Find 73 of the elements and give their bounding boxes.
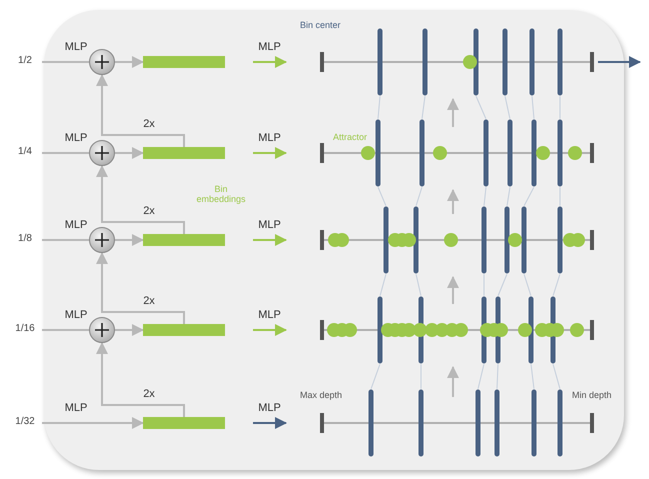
arrow — [253, 417, 287, 429]
bin-shift-line — [380, 274, 386, 296]
scale-fraction: 1/2 — [8, 53, 42, 71]
bin-shift-line — [506, 186, 510, 206]
edge-label: MLP — [258, 402, 281, 414]
scale-fraction: 1/16 — [8, 321, 42, 339]
arrow — [598, 56, 641, 68]
edge-label: MLP — [258, 132, 281, 144]
bin-shift-line — [496, 364, 498, 390]
bin-shift-line — [422, 96, 426, 120]
section-label: Bin embeddings — [195, 184, 247, 204]
bin-shift-line — [530, 364, 534, 390]
bin-shift-line — [416, 186, 422, 206]
embedding-bar — [143, 324, 225, 336]
arrow — [253, 147, 287, 159]
edge-label: 2x — [143, 205, 155, 217]
bin-shift-line — [378, 186, 386, 206]
arrow — [253, 234, 287, 246]
arrow — [447, 276, 459, 304]
bin-shift-line — [420, 364, 422, 390]
bin-shift-line — [532, 96, 534, 120]
edge-label: MLP — [258, 309, 281, 321]
edge-label: MLP — [64, 402, 88, 414]
bin-shift-line — [416, 274, 422, 296]
edge-label: MLP — [258, 219, 281, 231]
arrow — [96, 165, 185, 234]
arrow — [115, 147, 144, 159]
embedding-bar — [143, 147, 225, 159]
connector-line — [42, 239, 89, 241]
scale-fraction: 1/32 — [8, 414, 42, 432]
arrow — [115, 324, 144, 336]
bin-shift-line — [370, 364, 380, 390]
bin-shift-line — [484, 186, 486, 206]
arrow — [447, 366, 459, 397]
edge-label: MLP — [64, 309, 88, 321]
arrow — [115, 234, 144, 246]
edge-label: MLP — [64, 132, 88, 144]
arrow — [96, 74, 185, 147]
bin-shift-line — [524, 274, 532, 296]
bin-shift-line — [498, 274, 508, 296]
arrow — [447, 189, 459, 214]
connector-line — [42, 329, 89, 331]
bin-shift-line — [504, 96, 510, 120]
edge-label: MLP — [64, 219, 88, 231]
arrow — [447, 98, 459, 127]
scale-fraction: 1/4 — [8, 144, 42, 162]
embedding-bar — [143, 417, 225, 429]
arrow — [115, 56, 144, 68]
bin-shift-line — [552, 364, 560, 390]
edge-label: 2x — [143, 118, 155, 130]
bin-shift-line — [552, 274, 560, 296]
arrow — [96, 252, 185, 324]
connector-line — [42, 152, 89, 154]
arrow — [253, 324, 287, 336]
embedding-bar — [143, 234, 225, 246]
scale-fraction: 1/8 — [8, 231, 42, 249]
bin-center-label: Bin center — [300, 20, 341, 30]
edge-label: MLP — [258, 41, 281, 53]
bin-shift-line — [476, 96, 486, 120]
axis-end-label: Max depth — [300, 390, 342, 400]
attractor-label: Attractor — [333, 132, 368, 142]
edge-label: 2x — [143, 388, 155, 400]
connector-line — [42, 61, 89, 63]
arrow — [96, 342, 185, 417]
edge-label: MLP — [64, 41, 88, 53]
bin-shift-line — [378, 96, 380, 120]
bin-shift-line — [478, 364, 484, 390]
bin-shift-line — [524, 186, 534, 206]
edge-label: 2x — [143, 295, 155, 307]
arrow — [42, 417, 144, 429]
embedding-bar — [143, 56, 225, 68]
arrow — [253, 56, 287, 68]
axis-end-label: Min depth — [572, 390, 612, 400]
